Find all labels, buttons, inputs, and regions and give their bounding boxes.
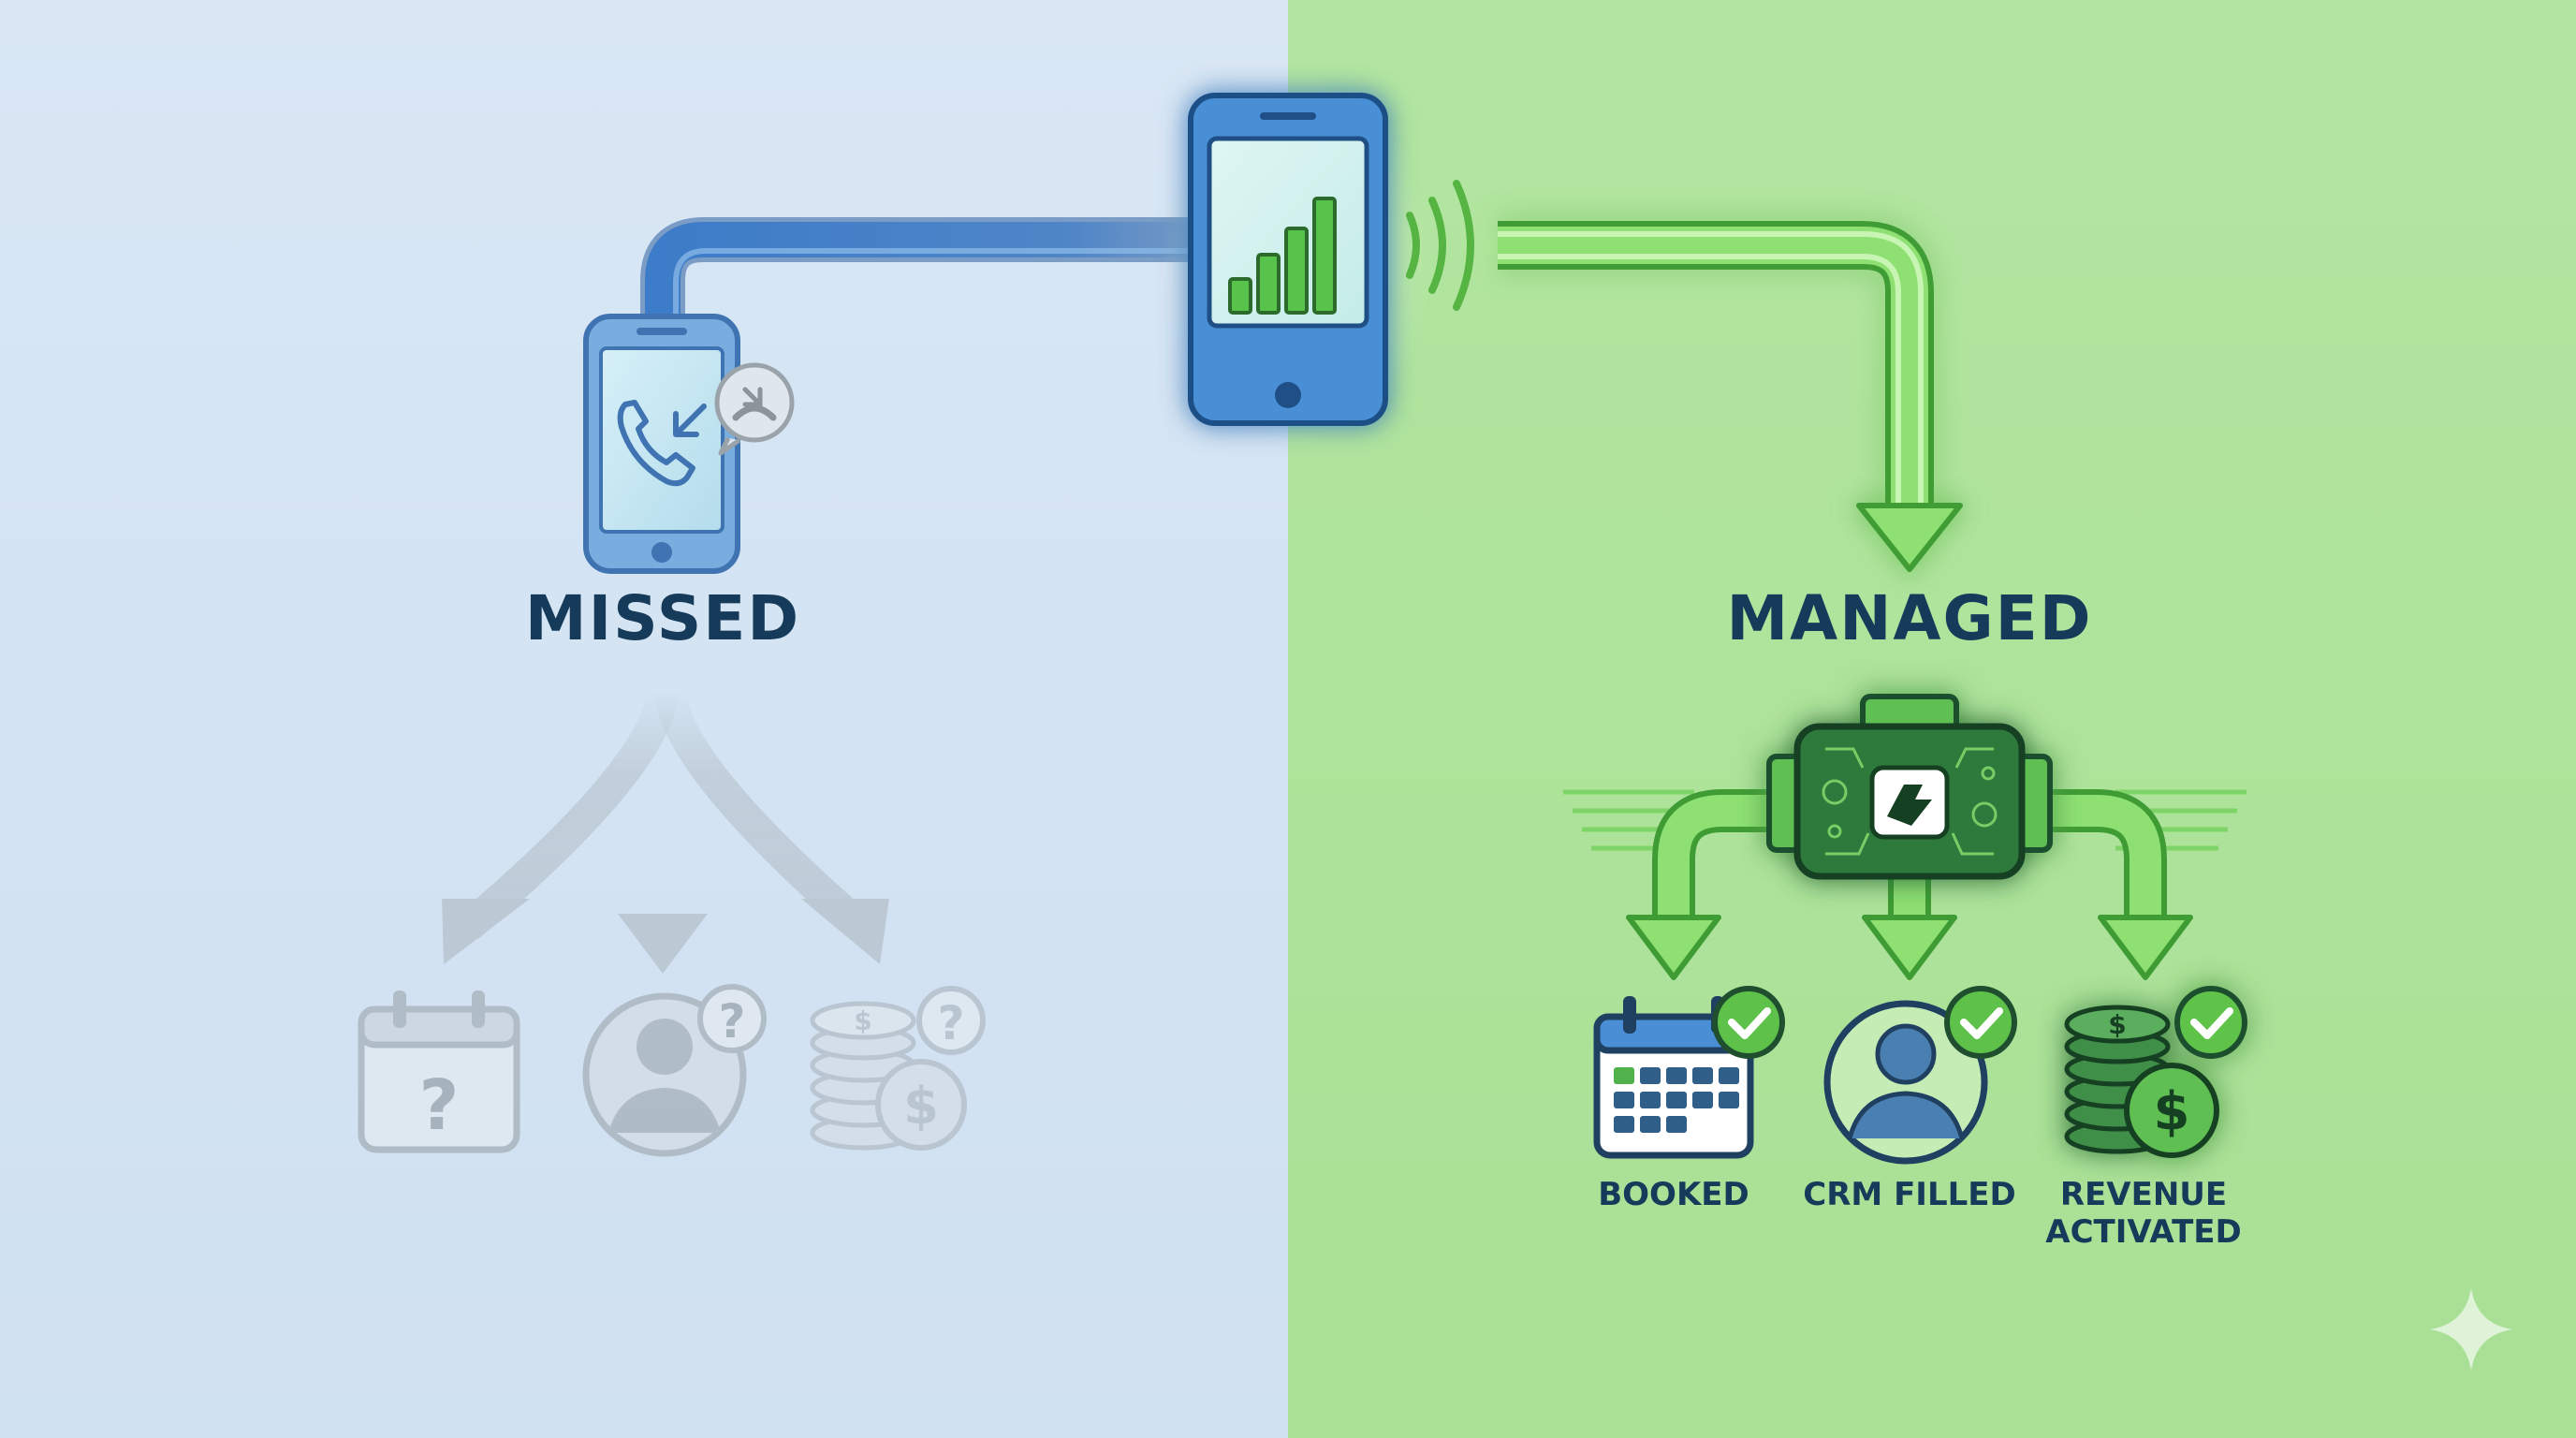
svg-text:?: ? [937,996,964,1050]
calendar-check-icon [1593,986,1785,1159]
outcome-label-crm-filled: CRM FILLED [1803,1176,2016,1213]
missed-call-badge-icon [714,362,795,456]
outcome-label-revenue-line1: REVENUE [2059,1176,2228,1213]
svg-text:$: $ [2108,1009,2126,1040]
managed-flow-arrow [1498,221,1963,572]
svg-text:?: ? [419,1065,460,1146]
outcome-label-revenue: REVENUE ACTIVATED [2022,1176,2265,1251]
managed-title: MANAGED [1726,582,2093,654]
incoming-call-phone-icon [1161,75,1474,449]
svg-text:$: $ [2154,1081,2190,1142]
svg-text:$: $ [854,1005,871,1036]
ringing-waves-icon [1406,180,1474,311]
missed-call-pipe [640,217,1208,318]
svg-text:?: ? [718,994,745,1049]
outcome-label-booked: BOOKED [1598,1176,1749,1213]
person-check-icon [1823,986,2017,1165]
missed-call-phone-icon [583,314,795,574]
signal-bars-icon [1228,197,1337,315]
coins-question-icon: $ $ ? [810,986,986,1151]
sparkle-icon [2430,1288,2512,1371]
person-question-icon: ? [582,984,767,1157]
automation-engine-icon [1766,694,2053,880]
coins-check-icon: $ $ [2064,986,2247,1158]
missed-arrows [442,690,889,974]
outcome-label-revenue-line2: ACTIVATED [2045,1213,2242,1251]
calendar-question-icon: ? [358,990,520,1153]
missed-title: MISSED [524,582,801,654]
svg-text:$: $ [903,1077,939,1136]
